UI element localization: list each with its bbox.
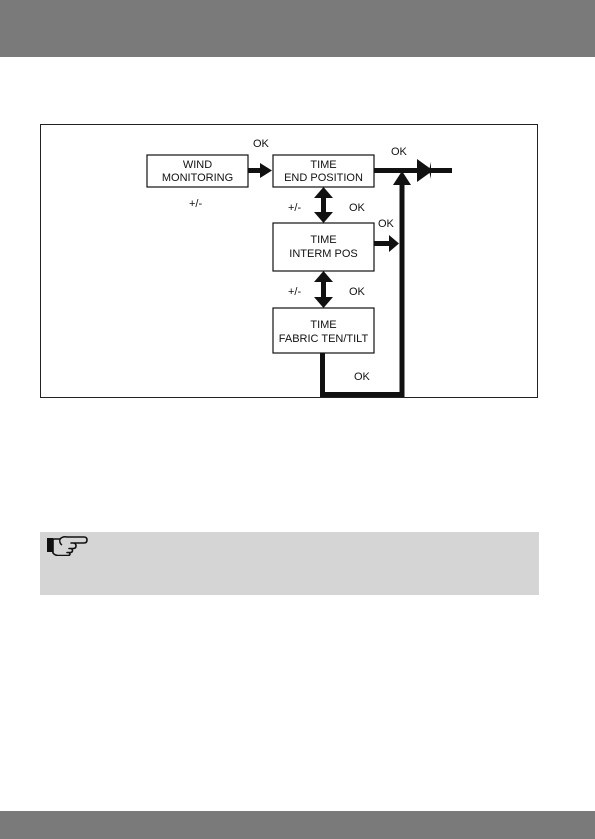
diagram-canvas: WIND MONITORING TIME END POSITION TIME I…: [41, 125, 539, 399]
label-plus-minus-1: +/-: [288, 202, 301, 214]
box-time-fabric-line1: TIME: [310, 319, 336, 331]
box-time-fabric-ten-tilt: TIME FABRIC TEN/TILT: [273, 308, 374, 353]
footer-bar: [0, 811, 595, 839]
label-ok-2: OK: [349, 286, 366, 298]
box-time-interm-pos-line1: TIME: [310, 234, 336, 246]
double-arrow-interm-fabric: [314, 271, 333, 308]
label-ok-interm: OK: [378, 218, 395, 230]
pointing-hand-icon: [46, 534, 88, 556]
box-time-end-position-line1: TIME: [310, 159, 336, 171]
box-wind-monitoring-line1: WIND: [183, 159, 212, 171]
box-time-interm-pos: TIME INTERM POS: [273, 223, 374, 271]
arrow-wind-to-end-position: [248, 163, 272, 178]
box-wind-monitoring-line2: MONITORING: [162, 172, 233, 184]
label-plus-minus-2: +/-: [288, 286, 301, 298]
box-time-end-position: TIME END POSITION: [273, 155, 374, 187]
label-ok-exit: OK: [391, 146, 408, 158]
double-arrow-end-interm: [314, 187, 333, 223]
note-box: [40, 532, 539, 595]
arrow-interm-to-return: [374, 235, 399, 252]
label-ok-bottom: OK: [354, 371, 371, 383]
label-plus-minus-wind: +/-: [189, 198, 202, 210]
header-bar: [0, 0, 595, 57]
box-wind-monitoring: WIND MONITORING: [147, 155, 248, 187]
box-time-fabric-line2: FABRIC TEN/TILT: [279, 333, 369, 345]
label-ok-1: OK: [349, 202, 366, 214]
box-time-end-position-line2: END POSITION: [284, 172, 363, 184]
menu-flow-diagram: WIND MONITORING TIME END POSITION TIME I…: [40, 124, 538, 398]
return-line-vertical: [393, 171, 411, 397]
box-time-interm-pos-line2: INTERM POS: [289, 248, 357, 260]
label-ok-top: OK: [253, 138, 270, 150]
